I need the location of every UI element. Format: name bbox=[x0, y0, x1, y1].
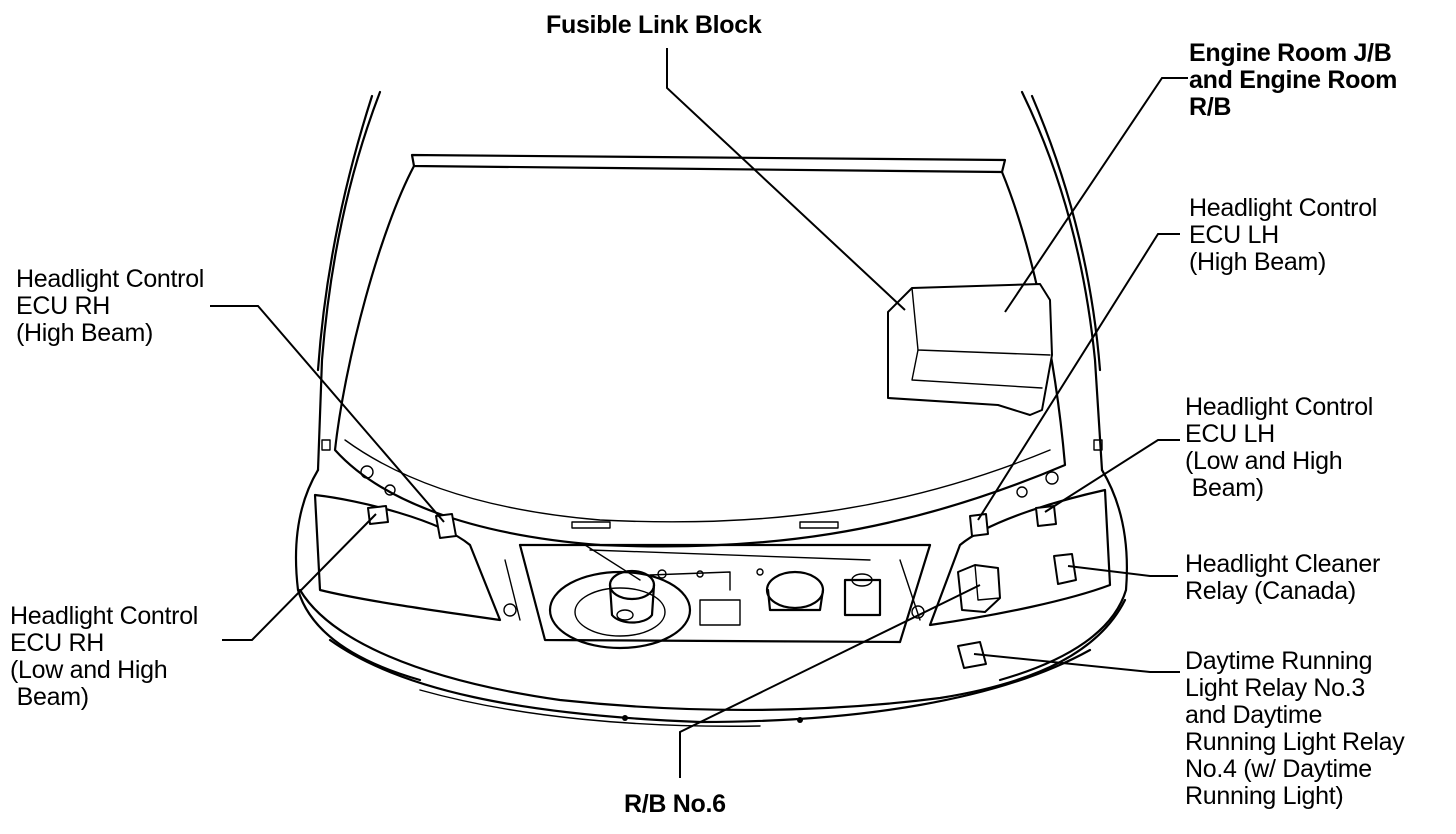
ecu-rh-low-high-line-1: Headlight Control bbox=[10, 602, 199, 630]
leader-lines bbox=[210, 48, 1188, 778]
daytime-relay-line-3: and Daytime bbox=[1185, 701, 1323, 729]
engine-room-jb-line-3: R/B bbox=[1189, 93, 1232, 121]
ecu-lh-low-high-line-4: Beam) bbox=[1185, 474, 1264, 502]
ecu-lh-high-line-2: ECU LH bbox=[1189, 221, 1279, 249]
daytime-relay-label: Daytime Running Light Relay No.3 and Day… bbox=[1185, 647, 1405, 810]
daytime-relay-box bbox=[957, 641, 987, 669]
ecu-rh-high-line-3: (High Beam) bbox=[16, 319, 154, 347]
engine-room-jb-line-1: Engine Room J/B bbox=[1189, 39, 1392, 67]
ecu-rh-low-high-label: Headlight Control ECU RH (Low and High B… bbox=[10, 603, 198, 711]
ecu-lh-high-leader bbox=[977, 233, 1180, 521]
engine-room-jb-line-2: and Engine Room bbox=[1189, 66, 1398, 94]
engine-room-jb-label: Engine Room J/B and Engine Room R/B bbox=[1189, 40, 1397, 121]
fusible-link-block-label: Fusible Link Block bbox=[546, 11, 762, 39]
ecu-lh-high-line-1: Headlight Control bbox=[1189, 194, 1378, 222]
ecu-rh-high-line-2: ECU RH bbox=[16, 292, 111, 320]
car-body-outline bbox=[294, 90, 1128, 727]
ecu-rh-low-high-line-3: (Low and High bbox=[10, 656, 168, 684]
rb-no6-label: R/B No.6 bbox=[624, 790, 726, 818]
daytime-relay-leader bbox=[973, 653, 1180, 673]
ecu-lh-low-high-line-3: (Low and High bbox=[1185, 447, 1343, 475]
fusible-link-leader bbox=[666, 48, 906, 311]
engine-components bbox=[321, 439, 1103, 650]
daytime-relay-line-2: Light Relay No.3 bbox=[1185, 674, 1366, 702]
ecu-rh-low-high-line-2: ECU RH bbox=[10, 629, 105, 657]
ecu-lh-high-label: Headlight Control ECU LH (High Beam) bbox=[1189, 195, 1377, 276]
daytime-relay-line-5: No.4 (w/ Daytime bbox=[1185, 755, 1372, 783]
ecu-rh-low-high-box bbox=[367, 505, 389, 525]
headlight-cleaner-line-2: Relay (Canada) bbox=[1185, 577, 1356, 605]
rb-no6-leader bbox=[679, 584, 981, 778]
ecu-rh-high-line-1: Headlight Control bbox=[16, 265, 205, 293]
daytime-relay-line-4: Running Light Relay bbox=[1185, 728, 1405, 756]
ecu-lh-low-high-label: Headlight Control ECU LH (Low and High B… bbox=[1185, 394, 1373, 502]
component-boxes bbox=[367, 283, 1077, 669]
engine-room-jb-leader bbox=[1004, 77, 1188, 313]
ecu-rh-high-leader bbox=[210, 305, 445, 523]
engine-room-jb-box bbox=[887, 283, 1053, 416]
ecu-rh-low-high-line-4: Beam) bbox=[10, 683, 89, 711]
ecu-lh-low-high-line-1: Headlight Control bbox=[1185, 393, 1374, 421]
daytime-relay-line-1: Daytime Running bbox=[1185, 647, 1373, 675]
ecu-lh-low-high-leader bbox=[1044, 439, 1180, 513]
ecu-rh-high-label: Headlight Control ECU RH (High Beam) bbox=[16, 266, 204, 347]
headlight-cleaner-leader bbox=[1067, 565, 1178, 577]
ecu-lh-low-high-line-2: ECU LH bbox=[1185, 420, 1275, 448]
headlight-cleaner-relay-box bbox=[1053, 553, 1077, 585]
daytime-relay-line-6: Running Light) bbox=[1185, 782, 1344, 810]
headlight-cleaner-line-1: Headlight Cleaner bbox=[1185, 550, 1381, 578]
ecu-lh-high-line-3: (High Beam) bbox=[1189, 248, 1327, 276]
ecu-rh-low-high-leader bbox=[222, 513, 377, 641]
rb-no6-box bbox=[957, 564, 1001, 613]
ecu-lh-low-high-box bbox=[1035, 505, 1057, 527]
headlight-cleaner-label: Headlight Cleaner Relay (Canada) bbox=[1185, 551, 1380, 605]
